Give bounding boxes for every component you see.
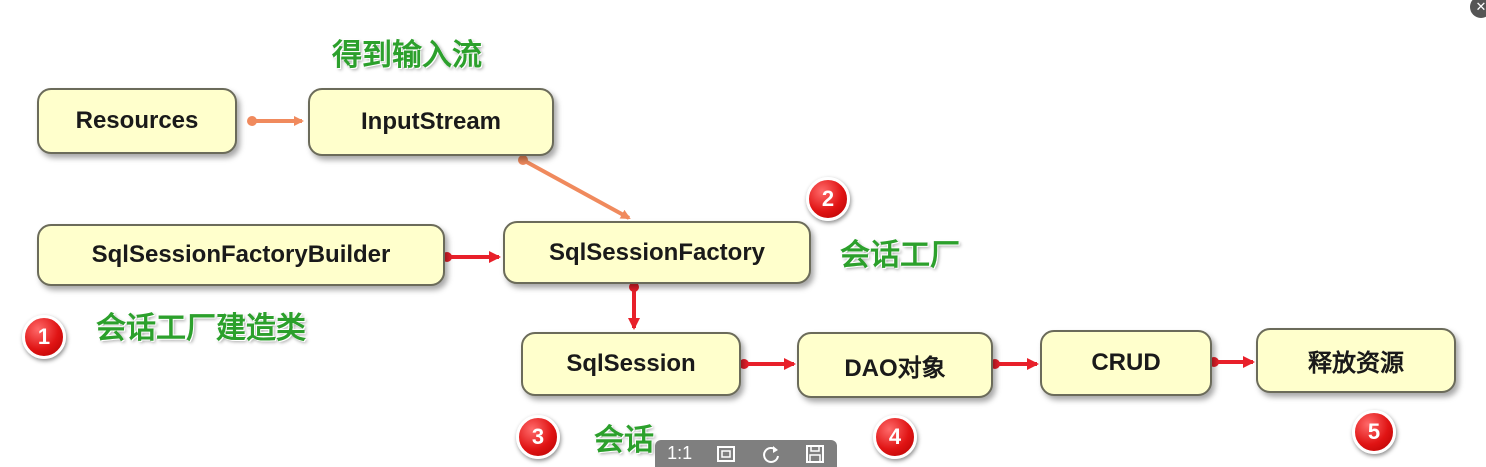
step-badge-3: 3	[516, 415, 560, 459]
zoom-actual-size-button[interactable]: 1:1	[667, 443, 693, 463]
arrow-resources-to-inputstream	[247, 116, 304, 126]
arrow-dao-to-crud	[990, 358, 1039, 370]
node-release-resources: 释放资源	[1256, 328, 1456, 393]
node-dao: DAO对象	[797, 332, 993, 398]
save-icon-graphic	[805, 444, 824, 463]
node-crud: CRUD	[1040, 330, 1212, 396]
node-sqlsession: SqlSession	[521, 332, 741, 396]
save-icon[interactable]	[805, 444, 825, 464]
step-badge-5: 5	[1352, 410, 1396, 454]
image-viewer-toolbar: 1:1	[655, 440, 837, 467]
arrow-factory-to-session	[628, 282, 640, 330]
label-session-factory-builder: 会话工厂建造类	[96, 311, 306, 346]
rotate-icon-graphic	[762, 445, 779, 463]
fit-screen-icon-graphic	[717, 445, 736, 462]
arrow-session-to-dao	[739, 358, 796, 370]
fit-screen-icon[interactable]	[716, 445, 736, 463]
label-session-factory: 会话工厂	[840, 238, 960, 273]
step-badge-2: 2	[806, 177, 850, 221]
arrow-crud-to-release	[1209, 356, 1255, 368]
node-inputstream: InputStream	[308, 88, 554, 156]
arrow-builder-to-factory	[442, 251, 501, 263]
node-sqlsessionfactory: SqlSessionFactory	[503, 221, 811, 284]
label-session: 会话	[594, 423, 654, 458]
rotate-icon[interactable]	[761, 444, 781, 464]
label-get-input-stream: 得到输入流	[332, 38, 482, 73]
node-sqlsessionfactorybuilder: SqlSessionFactoryBuilder	[37, 224, 445, 286]
close-icon[interactable]: ✕	[1470, 0, 1486, 18]
step-badge-1: 1	[22, 315, 66, 359]
arrow-inputstream-to-factory	[518, 155, 631, 220]
node-resources: Resources	[37, 88, 237, 154]
step-badge-4: 4	[873, 415, 917, 459]
